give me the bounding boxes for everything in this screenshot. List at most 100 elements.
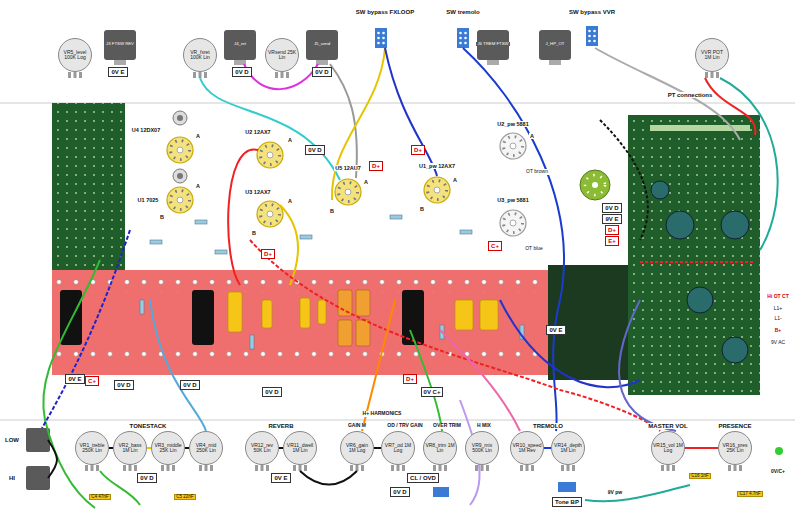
part-label: J_HP_OT — [545, 42, 566, 47]
node-text: VR5_level 100K Log — [60, 50, 90, 61]
supply-tag: 0V D — [312, 67, 331, 77]
wire — [640, 261, 755, 263]
wire — [440, 330, 520, 431]
node-text: VR3_middle 25K Lin — [153, 443, 183, 454]
jack-socket — [224, 30, 256, 65]
vacuum-tube — [167, 187, 193, 213]
wire — [330, 64, 357, 178]
part-label: U3_pw 5881 — [496, 197, 530, 203]
potentiometer: VR4_mid 250K Lin — [189, 431, 223, 465]
part-label: L1- — [773, 316, 782, 322]
filter-capacitor — [651, 181, 669, 199]
node-text: D+ — [414, 147, 422, 153]
potentiometer: VR10_speed 1M Rev — [510, 431, 544, 465]
vacuum-tube — [167, 137, 193, 163]
capacitor-value: C17 4.7nF — [737, 491, 762, 498]
node-text: VR12_rev 50K Lin — [247, 443, 277, 454]
node-text: 0V D — [315, 69, 328, 75]
part-label: LOW — [4, 437, 20, 444]
switch — [558, 482, 576, 492]
part-label: B — [159, 214, 165, 220]
part-label: U4 12DX07 — [131, 127, 161, 133]
part-label: U1_pw 12AX7 — [418, 163, 456, 169]
filter-capacitor — [722, 337, 748, 363]
wire — [619, 300, 676, 431]
potentiometer: VRsend 25K Lin — [265, 38, 299, 72]
film-capacitor — [480, 300, 498, 330]
jack-socket — [477, 30, 509, 65]
film-capacitor — [300, 298, 310, 328]
part-label: SW bypass VVR — [568, 9, 616, 16]
part-label: TREMOLO — [532, 423, 564, 430]
octal-socket — [580, 170, 610, 200]
supply-tag: 9V E — [602, 214, 621, 224]
part-label: SW tremolo — [445, 9, 480, 16]
supply-tag: 0V E — [65, 374, 84, 384]
led — [775, 447, 783, 455]
part-label: A — [363, 179, 369, 185]
circuit-board — [548, 265, 628, 380]
node-text: VR11_dwell 1M Lin — [285, 443, 315, 454]
node-text: VR1_treble 250K Lin — [77, 443, 107, 454]
pot-lugs — [193, 72, 207, 78]
node-text: VR14_depth 1M Lin — [553, 443, 583, 454]
switch — [375, 26, 598, 497]
wire — [585, 485, 690, 501]
part-label: A — [287, 198, 293, 204]
supply-tag: D+ — [261, 249, 275, 259]
potentiometer: VR3_middle 25K Lin — [151, 431, 185, 465]
potentiometer: VR_fxret 100K Lin — [183, 38, 217, 72]
potentiometer: VR5_level 100K Log — [58, 38, 92, 72]
node-text: VR_fxret 100K Lin — [185, 50, 215, 61]
potentiometer: VVR POT 1M Lin — [695, 38, 729, 72]
part-label: MASTER VOL — [647, 423, 688, 430]
part-label: H MIX — [476, 423, 492, 429]
node-text: C+ — [491, 243, 499, 249]
wire — [385, 48, 437, 176]
vacuum-tube — [335, 179, 361, 205]
switch-label: CL / OVD — [407, 473, 439, 483]
wire — [42, 48, 778, 508]
pot-wire — [374, 447, 381, 449]
pot-lugs — [705, 72, 719, 78]
circuit-board — [650, 125, 750, 131]
part-label: PT connections — [667, 92, 714, 99]
resistor — [150, 240, 162, 244]
resistor — [250, 335, 254, 349]
supply-tag: C+ — [85, 376, 99, 386]
supply-tag: 0V D — [602, 203, 621, 213]
supply-tag: D+ — [369, 161, 383, 171]
pot-lugs — [350, 465, 364, 471]
potentiometer: VR7_od 1M Log — [381, 431, 415, 465]
potentiometer: VR2_bass 1M Lin — [113, 431, 147, 465]
node-text: 0V D — [308, 147, 321, 153]
supply-tag: D+ — [605, 225, 619, 235]
potentiometer: VR8_trim 1M Lin — [423, 431, 457, 465]
supply-tag: 0V D — [137, 473, 156, 483]
switch — [433, 487, 449, 497]
capacitor-value: C5 22nF — [174, 494, 195, 501]
node-text: 0V D — [183, 382, 196, 388]
part-label: A — [195, 133, 201, 139]
vacuum-tube — [257, 201, 283, 227]
jack-socket — [26, 30, 571, 490]
wire — [43, 260, 100, 508]
part-label: OD / TRV GAIN — [386, 423, 423, 429]
pot-lugs — [520, 465, 534, 471]
part-label: L1+ — [773, 306, 783, 312]
supply-tag: D+ — [411, 145, 425, 155]
wire — [150, 300, 206, 431]
part-label: 0V/C+ — [770, 469, 786, 475]
circuit-board — [52, 280, 548, 292]
resistor — [140, 215, 524, 349]
pot-lugs — [661, 465, 675, 471]
wire — [250, 240, 660, 431]
part-label: B — [251, 230, 257, 236]
pot-lugs — [123, 465, 137, 471]
vacuum-tube — [167, 133, 526, 236]
node-text: 0V D — [393, 489, 406, 495]
rca-jack — [173, 169, 187, 183]
part-label: J3 FTSW REV — [105, 42, 135, 47]
supply-tag: C+ — [488, 241, 502, 251]
resistor — [460, 230, 472, 234]
